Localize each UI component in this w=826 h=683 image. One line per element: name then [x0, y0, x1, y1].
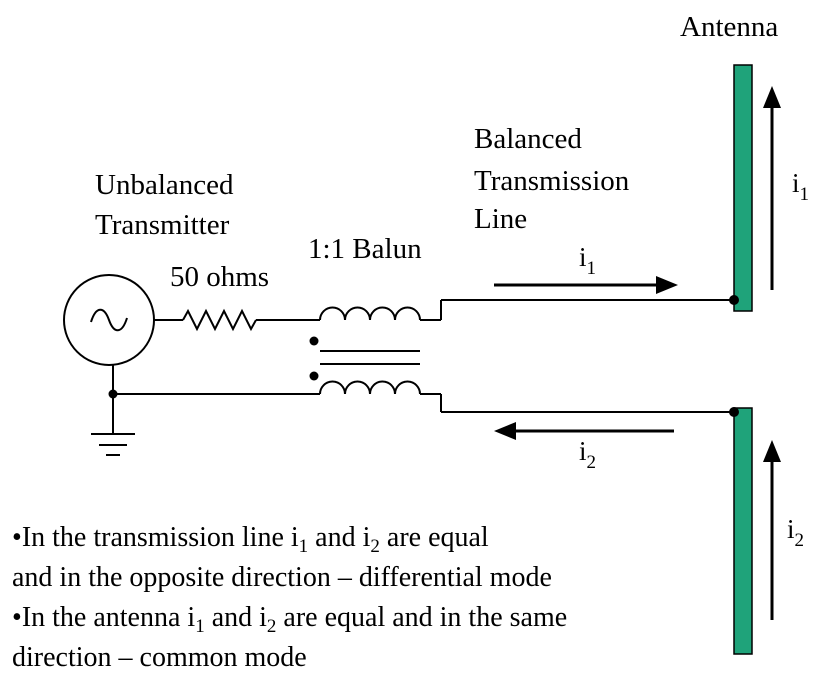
transmitter-label-1: Unbalanced [95, 169, 234, 201]
balun-label: 1:1 Balun [308, 233, 422, 265]
antenna-feed-dot-upper [729, 295, 739, 305]
resistor-label: 50 ohms [170, 261, 269, 293]
antenna-label: Antenna [680, 11, 778, 43]
current-label-i1-line: i1 [579, 242, 596, 279]
circuit-wires [112, 299, 734, 434]
balun-polarity-dot [309, 371, 319, 381]
current-label-i2-line: i2 [579, 436, 596, 473]
antenna-upper-element [733, 64, 753, 312]
balun-lower-winding [319, 380, 421, 395]
transmitter-label-2: Transmitter [95, 209, 230, 241]
antenna-feed-dot-lower [729, 407, 739, 417]
balun-transformer [319, 306, 421, 395]
ac-source-symbol [63, 274, 155, 366]
note-line-1: •In the transmission line i1 and i2 are … [12, 522, 489, 557]
arrow-antenna-i2-head [763, 440, 781, 462]
note-line-4: direction – common mode [12, 642, 307, 673]
arrow-antenna-i1-head [763, 86, 781, 108]
balun-upper-winding [319, 306, 421, 321]
note-line-2: and in the opposite direction – differen… [12, 562, 552, 593]
antenna-lower-element [733, 407, 753, 655]
balanced-line-label-2: Transmission [474, 165, 630, 197]
balanced-line-label-1: Balanced [474, 123, 582, 155]
note-line-3: •In the antenna i1 and i2 are equal and … [12, 602, 568, 637]
ground-symbol [91, 433, 135, 456]
arrow-i1-head [656, 276, 678, 294]
current-label-i1-antenna: i1 [792, 168, 809, 205]
junction-dot [108, 389, 118, 399]
balun-polarity-dot [309, 336, 319, 346]
arrow-i2-head [494, 422, 516, 440]
current-label-i2-antenna: i2 [787, 514, 804, 551]
balanced-line-label-3: Line [474, 203, 527, 235]
current-arrows [494, 86, 781, 620]
resistor-symbol [182, 308, 257, 332]
